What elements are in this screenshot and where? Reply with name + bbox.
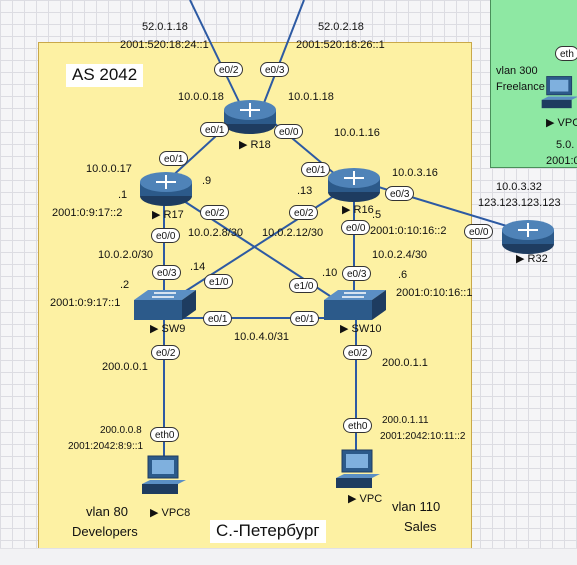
r17-name: ▶ R17 (152, 209, 184, 221)
r16-dot13: .13 (297, 185, 313, 197)
sw10-name: ▶ SW10 (340, 323, 382, 335)
port-r16-e02: e0/2 (289, 205, 319, 220)
port-sw9-e10: e1/0 (204, 274, 234, 289)
vlan110-name: Sales (404, 519, 437, 534)
r18-name: ▶ R18 (239, 139, 271, 151)
net-10-0-2-4: 10.0.2.4/30 (372, 249, 428, 261)
port-r32-e00: e0/0 (464, 224, 494, 239)
vpc-ip: 200.0.1.11 (382, 415, 429, 426)
r16-link-addr: 10.0.1.16 (334, 127, 380, 139)
sw9-dot14: .14 (190, 261, 206, 273)
r17-dot1: .1 (118, 189, 128, 201)
top-right-v6: 2001:520:18:26::1 (296, 39, 385, 51)
port-r18-e02: e0/2 (214, 62, 244, 77)
as-title: AS 2042 (66, 64, 144, 87)
sw9-v6: 2001:0:9:17::1 (50, 297, 121, 309)
port-sw10-e10: e1/0 (289, 278, 319, 293)
uplink-right (261, 0, 305, 109)
port-sw9-e02: e0/2 (151, 345, 181, 360)
r16-addr: 10.0.3.16 (392, 167, 438, 179)
sw10-gateway: 200.0.1.1 (382, 357, 428, 369)
r16-v6: 2001:0:10:16::2 (370, 225, 447, 237)
net-10-0-2-12: 10.0.2.12/30 (262, 227, 324, 239)
port-r16-e03: e0/3 (385, 186, 415, 201)
top-right-ip: 52.0.2.18 (318, 21, 364, 33)
port-r17-e02: e0/2 (200, 205, 230, 220)
sw9-name: ▶ SW9 (150, 323, 186, 335)
green-name: Freelance (496, 81, 545, 93)
net-10-0-2-8: 10.0.2.8/30 (188, 227, 244, 239)
pc-icon[interactable] (334, 448, 382, 494)
port-sw9-e03: e0/3 (152, 265, 182, 280)
sw9-gateway: 200.0.0.1 (102, 361, 148, 373)
port-vpc-eth0: eth0 (343, 418, 373, 433)
top-left-v6: 2001:520:18:24::1 (120, 39, 209, 51)
port-sw10-e03: e0/3 (342, 266, 372, 281)
uplink-left (189, 0, 243, 109)
r32-name: ▶ R32 (516, 253, 548, 265)
r17-dot9: .9 (202, 175, 212, 187)
green-vlan: vlan 300 (496, 65, 538, 77)
port-r16-e00: e0/0 (341, 220, 371, 235)
switch-icon[interactable] (132, 288, 198, 322)
r18-right-addr: 10.0.1.18 (288, 91, 334, 103)
r18-left-addr: 10.0.0.18 (178, 91, 224, 103)
vlan110-label: vlan 110 (392, 499, 441, 514)
net-10-0-4-0: 10.0.4.0/31 (234, 331, 290, 343)
top-left-ip: 52.0.1.18 (142, 21, 188, 33)
router-icon[interactable] (326, 164, 382, 204)
r32-ext: 123.123.123.123 (478, 197, 561, 209)
r16-name: ▶ R16 (342, 204, 374, 216)
vpc-v6: 2001:2042:10:11::2 (380, 431, 466, 442)
vlan80-name: Developers (72, 524, 138, 539)
city-title: С.-Петербург (210, 520, 326, 543)
port-r17-e00: e0/0 (151, 228, 181, 243)
port-sw10-e01: e0/1 (290, 311, 320, 326)
sw9-dot2: .2 (120, 279, 130, 291)
router-icon[interactable] (500, 216, 556, 256)
r17-v6: 2001:0:9:17::2 (52, 207, 123, 219)
vpc-name: ▶ VPC (348, 493, 383, 505)
port-r18-e03: e0/3 (260, 62, 290, 77)
green-addr2: 2001:0 (546, 155, 577, 167)
green-vpc: ▶ VPC (546, 117, 577, 129)
switch-icon[interactable] (322, 288, 388, 322)
canvas-bottom-strip (0, 548, 577, 565)
port-r16-e01: e0/1 (301, 162, 331, 177)
port-sw9-e01: e0/1 (203, 311, 233, 326)
router-icon[interactable] (222, 96, 278, 136)
sw10-dot10: .10 (322, 267, 338, 279)
vpc8-v6: 2001:2042:8:9::1 (68, 441, 144, 452)
vpc8-name: ▶ VPC8 (150, 507, 191, 519)
port-r18-e01: e0/1 (200, 122, 230, 137)
r17-addr: 10.0.0.17 (86, 163, 132, 175)
router-icon[interactable] (138, 168, 194, 208)
r32-addr: 10.0.3.32 (496, 181, 542, 193)
pc-icon[interactable] (540, 74, 577, 114)
vlan80-label: vlan 80 (86, 504, 128, 519)
port-sw10-e02: e0/2 (343, 345, 373, 360)
port-green-eth: eth (555, 46, 577, 61)
pc-icon[interactable] (140, 454, 188, 500)
green-addr1: 5.0. (556, 139, 575, 151)
port-vpc8-eth0: eth0 (150, 427, 180, 442)
sw10-v6: 2001:0:10:16::1 (396, 287, 473, 299)
vpc8-ip: 200.0.0.8 (100, 425, 142, 436)
port-r17-e01: e0/1 (159, 151, 189, 166)
r16-dot5: .5 (372, 209, 382, 221)
sw10-dot6: .6 (398, 269, 408, 281)
net-10-0-2-0: 10.0.2.0/30 (98, 249, 154, 261)
port-r18-e00: e0/0 (274, 124, 304, 139)
